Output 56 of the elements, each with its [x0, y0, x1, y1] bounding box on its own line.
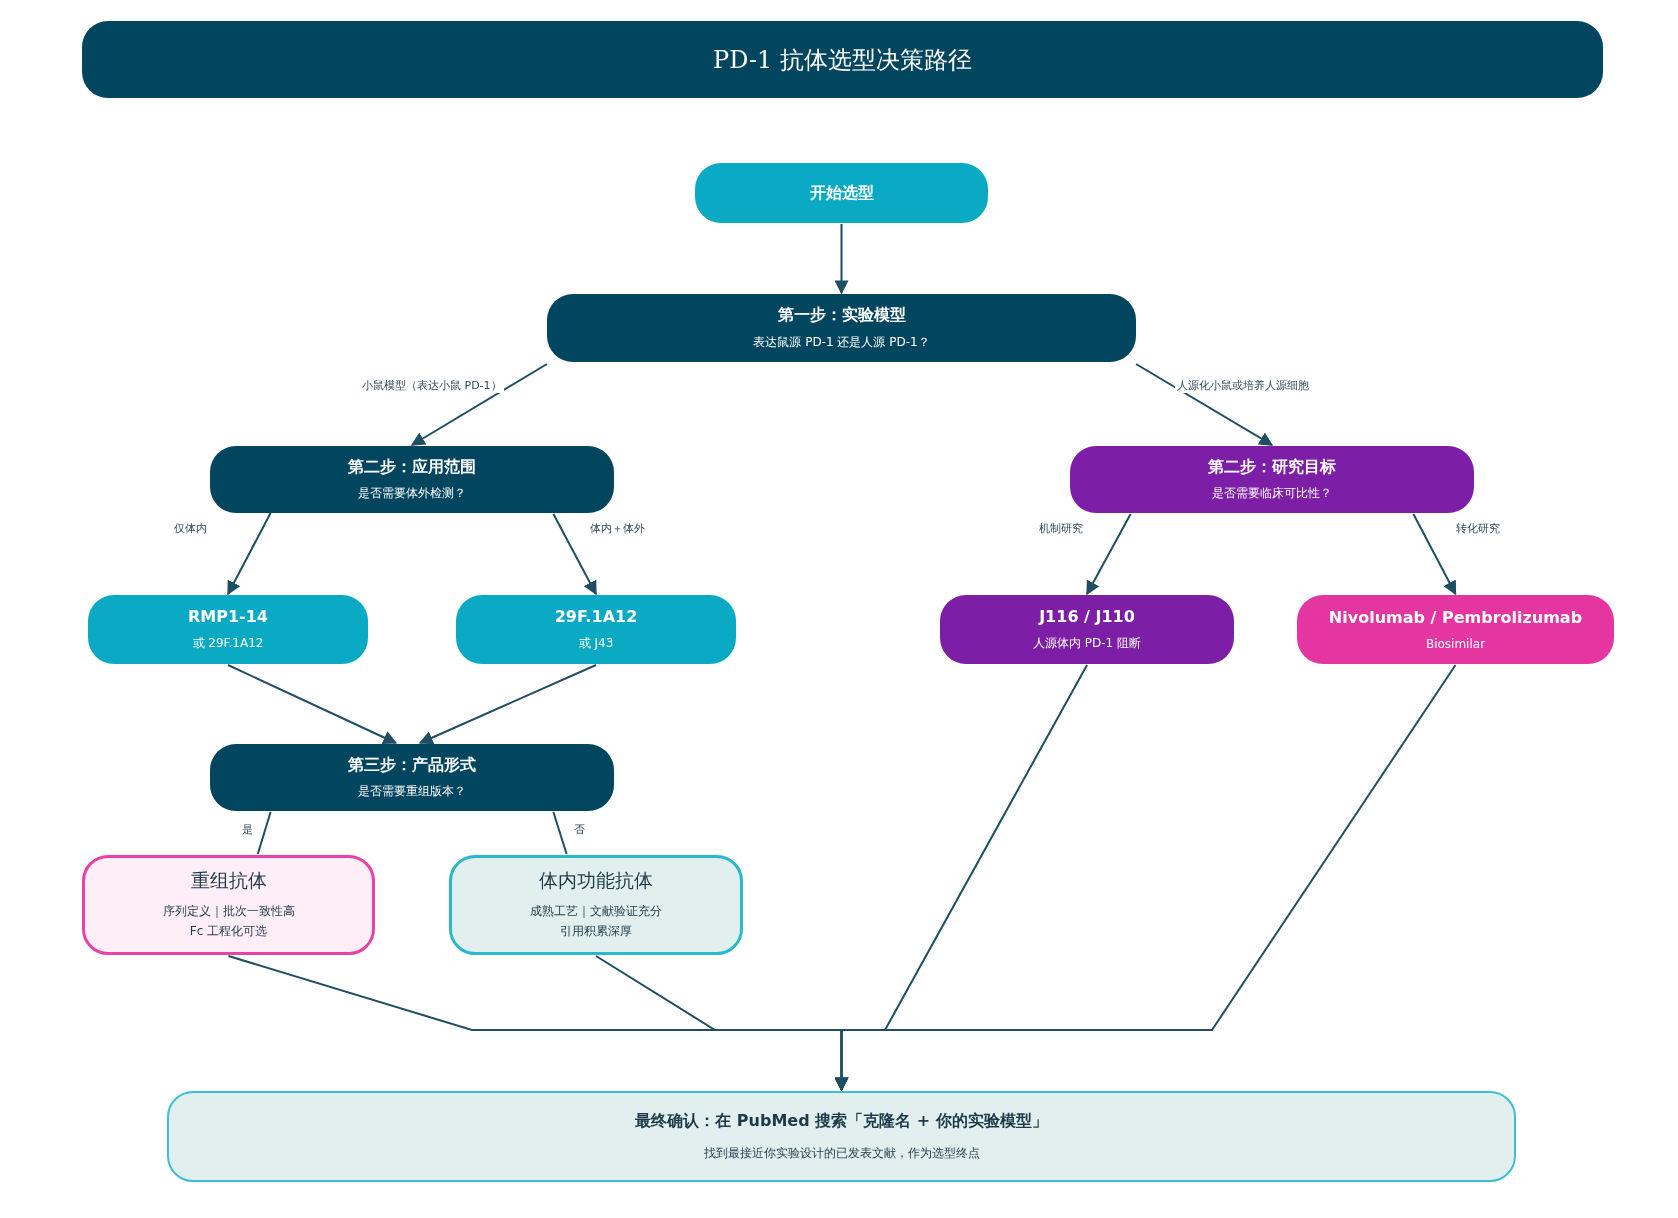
arrow: [834, 223, 849, 295]
node-title: RMP1-14: [188, 607, 268, 627]
process-box: [88, 595, 368, 664]
process-box: [1297, 595, 1614, 664]
arrow: [410, 363, 548, 446]
title-banner: PD-1 抗体选型决策路径: [82, 21, 1603, 98]
node-title: 第二步：应用范围: [348, 457, 476, 478]
arrow: [1412, 513, 1457, 596]
arrow: [227, 664, 398, 745]
edge-label: 转化研究: [1454, 521, 1502, 536]
node-subtitle: 人源体内 PD-1 阻断: [1032, 634, 1142, 652]
node-subtitle: 是否需要重组版本？: [358, 783, 466, 800]
node-title: Nivolumab / Pembrolizumab: [1328, 608, 1583, 628]
node-subtitle: 或 J43: [578, 634, 614, 652]
node-title: 体内功能抗体: [539, 868, 653, 894]
arrow: [418, 664, 597, 745]
node-title: 29F.1A12: [554, 607, 638, 627]
arrow: [834, 664, 1457, 1092]
edge-label: 机制研究: [1037, 521, 1085, 536]
process-box: [695, 163, 988, 223]
node-subtitle: 找到最接近你实验设计的已发表文献，作为选型终点: [703, 1145, 980, 1163]
edge-label: 仅体内: [172, 521, 209, 536]
process-box: [547, 294, 1136, 362]
process-box: [1070, 446, 1474, 513]
arrow: [552, 513, 597, 596]
edge-label: 否: [572, 822, 587, 837]
node-subtitle: 表达鼠源 PD-1 还是人源 PD-1？: [753, 333, 930, 351]
edge-label: 人源化小鼠或培养人源细胞: [1175, 378, 1311, 393]
process-box: [940, 595, 1234, 664]
edge-label: 是: [240, 822, 255, 837]
process-box: [449, 855, 743, 955]
node-title: 第三步：产品形式: [348, 755, 476, 776]
node-title: 重组抗体: [190, 868, 267, 894]
process-box: [167, 1091, 1516, 1182]
connector-line: [256, 811, 272, 855]
node-subtitle: 或 29F.1A12: [192, 634, 264, 652]
node-subtitle: Biosimilar: [1425, 636, 1486, 651]
node-title: 第一步：实验模型: [777, 305, 906, 327]
process-box: [210, 744, 614, 811]
node-title: 最终确认：在 PubMed 搜索「克隆名 + 你的实验模型」: [635, 1110, 1048, 1132]
process-box: [82, 855, 375, 955]
node-subtitle: 是否需要体外检测？: [358, 485, 466, 502]
arrow: [1086, 513, 1132, 596]
arrow: [227, 512, 272, 596]
connector-line: [552, 811, 568, 855]
edge-label: 体内＋体外: [588, 521, 647, 536]
node-subtitle: 序列定义｜批次一致性高Fc 工程化可选: [161, 902, 296, 941]
process-box: [456, 595, 736, 664]
node-title: 第二步：研究目标: [1208, 457, 1336, 478]
arrow: [1135, 363, 1274, 446]
node-title: 开始选型: [809, 182, 874, 204]
edge-label: 小鼠模型（表达小鼠 PD-1）: [360, 378, 504, 393]
node-title: J116 / J110: [1039, 607, 1135, 627]
node-subtitle: 成熟工艺｜文献验证充分引用积累深厚: [529, 902, 663, 941]
process-box: [210, 446, 614, 513]
node-subtitle: 是否需要临床可比性？: [1212, 485, 1332, 502]
